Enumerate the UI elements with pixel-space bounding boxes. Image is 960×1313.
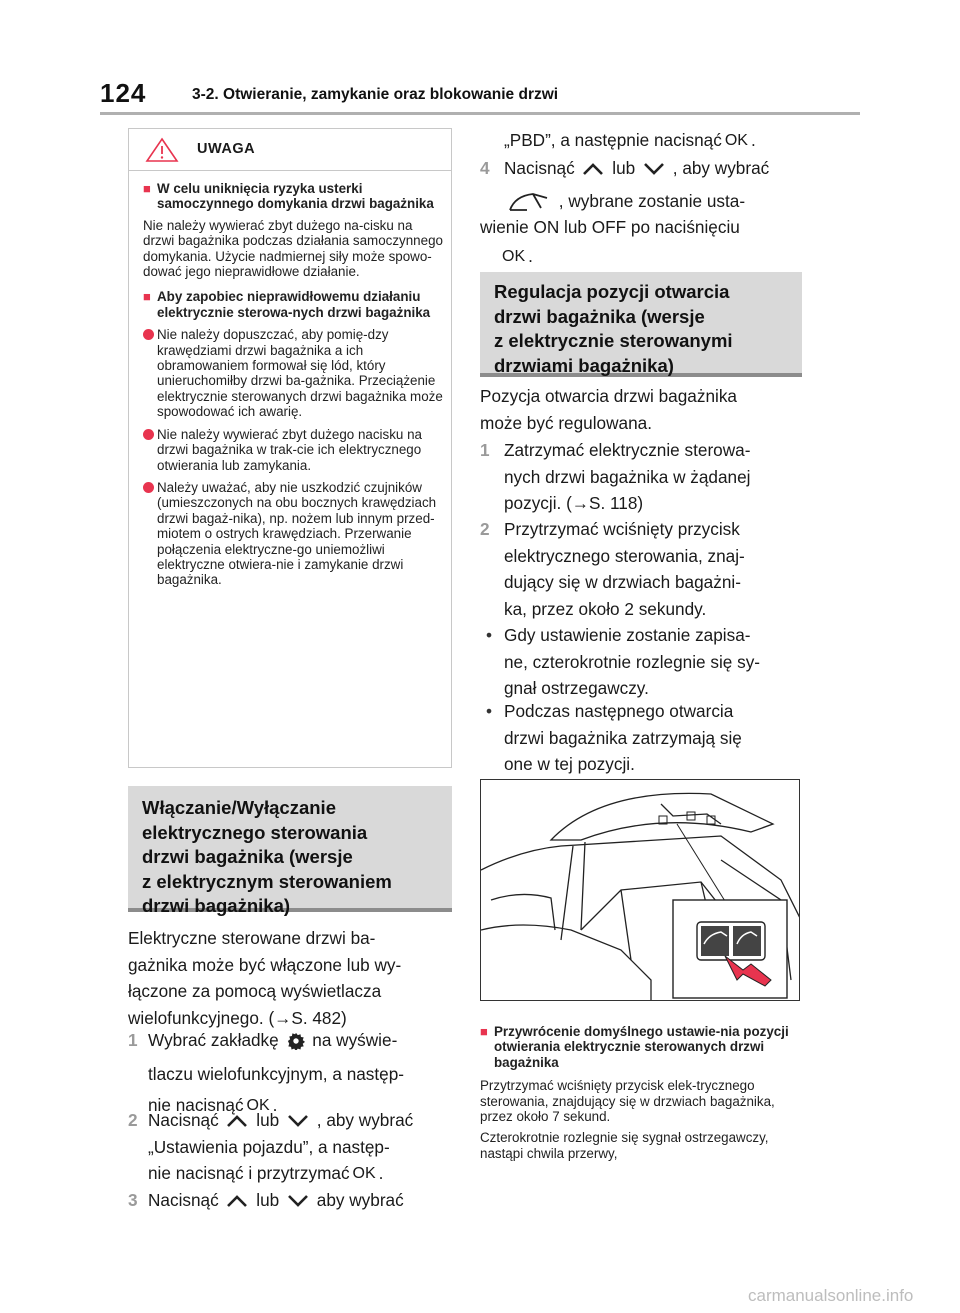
square-bullet-icon: ■	[143, 289, 151, 305]
square-bullet-icon: ■	[480, 1024, 488, 1039]
position-note-1: • Gdy ustawienie zostanie zapisa- ne, cz…	[486, 625, 761, 698]
warning-bullet: Nie należy dopuszczać, aby pomię-dzy kra…	[143, 327, 443, 419]
chevron-up-icon	[227, 1115, 248, 1128]
square-bullet-icon: ■	[143, 181, 151, 196]
chevron-up-icon	[583, 163, 604, 176]
warning-body: ■W celu uniknięcia ryzyka usterki samocz…	[143, 179, 443, 588]
tailgate-illustration	[480, 779, 800, 1001]
watermark: carmanualsonline.info	[748, 1286, 914, 1305]
warning-title: UWAGA	[197, 141, 256, 157]
chevron-down-icon	[288, 1195, 308, 1208]
dot-bullet-icon	[143, 481, 154, 493]
chevron-down-icon	[644, 163, 664, 176]
warning-bullet: Nie należy wywierać zbyt dużego nacisku …	[143, 427, 443, 473]
position-intro: Pozycja otwarcia drzwi bagażnika może by…	[480, 386, 737, 433]
ok-icon: OK	[502, 247, 526, 265]
position-step-1: 1 Zatrzymać elektrycznie sterowa- nych d…	[480, 440, 751, 513]
restore-default-note: ■Przywrócenie domyślnego ustawie-nia poz…	[480, 1022, 800, 1161]
onoff-step-2: 2 Nacisnąć lub , aby wybrać „Ustawienia …	[128, 1107, 458, 1187]
position-step-2: 2 Przytrzymać wciśnięty przycisk elektry…	[480, 519, 745, 619]
warning-triangle-icon	[145, 137, 179, 162]
chevron-down-icon	[288, 1115, 308, 1128]
dot-bullet-icon	[143, 428, 154, 440]
onoff-step-3: 3 Nacisnąć lub aby wybrać	[128, 1190, 404, 1210]
header-divider	[100, 112, 860, 115]
section-heading-onoff: Włączanie/Wyłączanie elektrycznego stero…	[128, 786, 452, 916]
chevron-up-icon	[227, 1195, 248, 1208]
warning-box: UWAGA ■W celu uniknięcia ryzyka usterki …	[128, 128, 452, 768]
ok-icon: OK	[246, 1097, 270, 1115]
note-title: ■Przywrócenie domyślnego ustawie-nia poz…	[480, 1024, 789, 1070]
warning-section-title: ■W celu uniknięcia ryzyka usterki samocz…	[143, 181, 434, 212]
dot-bullet-icon	[143, 329, 154, 341]
page-number: 124	[100, 78, 147, 108]
page-header: 124 3-2. Otwieranie, zamykanie oraz blok…	[100, 78, 860, 114]
onoff-step-4: 4 Nacisnąć lub , aby wybrać , wybrane zo…	[480, 155, 810, 266]
chapter-title: 3-2. Otwieranie, zamykanie oraz blokowan…	[192, 86, 559, 103]
gear-icon	[287, 1033, 305, 1051]
warning-paragraph: Nie należy wywierać zbyt dużego na-cisku…	[143, 217, 443, 280]
power-tailgate-icon	[509, 193, 548, 211]
note-paragraph: Przytrzymać wciśnięty przycisk elek-tryc…	[480, 1078, 775, 1125]
warning-bullet: Należy uważać, aby nie uszkodzić czujnik…	[143, 480, 443, 588]
onoff-step-1: 1 Wybrać zakładkę na wyświe- tlaczu wiel…	[128, 1027, 458, 1115]
warning-header: UWAGA	[129, 129, 451, 171]
warning-section-title: ■Aby zapobiec nieprawidłowemu działaniu …	[143, 289, 431, 320]
position-note-2: • Podczas następnego otwarcia drzwi baga…	[486, 701, 742, 774]
section-heading-position: Regulacja pozycji otwarcia drzwi bagażni…	[480, 272, 802, 377]
ok-icon: OK	[724, 132, 748, 150]
onoff-intro: Elektryczne sterowane drzwi ba- gażnika …	[128, 928, 402, 1028]
note-paragraph: Czterokrotnie rozlegnie się sygnał ostrz…	[480, 1130, 769, 1161]
ok-icon: OK	[352, 1165, 376, 1183]
tailgate-drawing	[481, 792, 799, 1000]
